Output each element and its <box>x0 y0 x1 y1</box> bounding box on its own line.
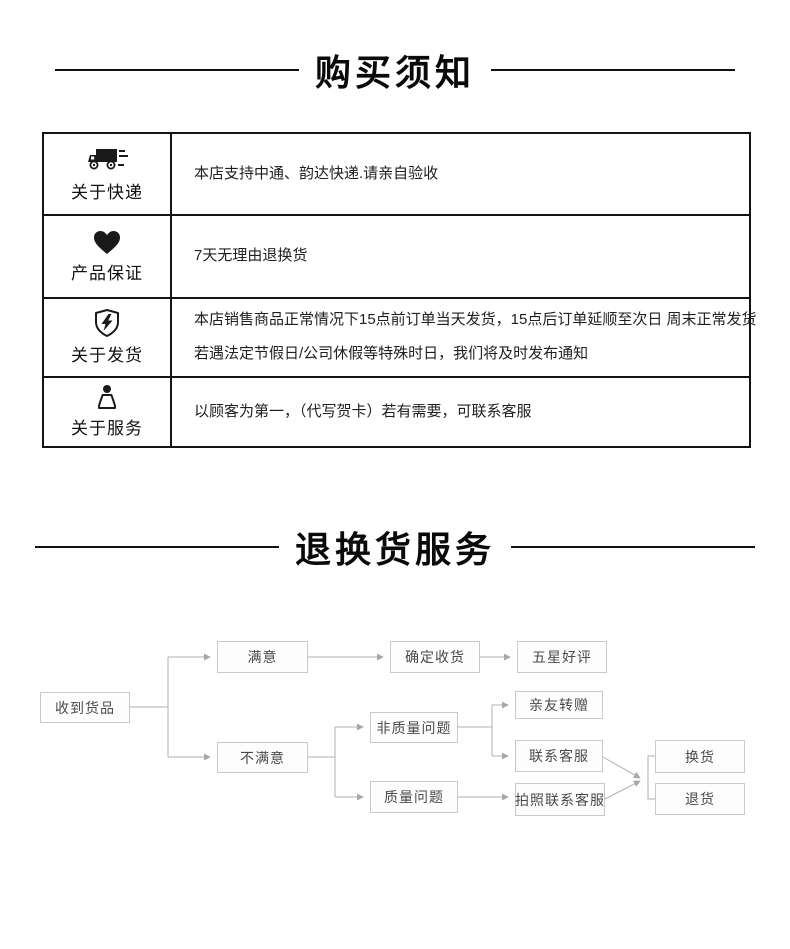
row-header-delivery: 关于快递 <box>44 134 172 214</box>
flow-edge <box>604 780 641 800</box>
row-text: 以顾客为第一，（代写贺卡）若有需要，可联系客服 <box>194 402 532 420</box>
table-row-guarantee: 产品保证 7天无理由退换货 <box>44 213 749 297</box>
title-rule-right <box>511 546 755 548</box>
row-text: 本店支持中通、韵达快递.请亲自验收 <box>194 164 439 182</box>
row-text: 本店销售商品正常情况下15点前订单当天发货，15点后订单延顺至次日 周末正常发货 <box>194 311 757 329</box>
purchase-notice-title: 购买须知 <box>314 53 475 93</box>
table-row-service: 关于服务 以顾客为第一，（代写贺卡）若有需要，可联系客服 <box>44 375 749 446</box>
flow-edge <box>602 756 641 779</box>
flow-node-photo-contact: 拍照联系客服 <box>515 783 605 816</box>
flow-node-contact-cs: 联系客服 <box>515 740 603 772</box>
row-label-delivery: 关于快递 <box>71 182 143 202</box>
shield-lightning-icon <box>93 308 121 338</box>
row-label-service: 关于服务 <box>71 419 143 439</box>
row-header-guarantee: 产品保证 <box>44 215 172 297</box>
flow-node-five-star: 五星好评 <box>517 641 607 673</box>
truck-icon <box>84 145 130 175</box>
table-row-delivery: 关于快递 本店支持中通、韵达快递.请亲自验收 <box>44 134 749 214</box>
flow-node-unsatisfied: 不满意 <box>217 742 308 773</box>
flow-node-quality: 质量问题 <box>370 781 458 813</box>
row-label-guarantee: 产品保证 <box>71 263 143 283</box>
row-label-shipping: 关于发货 <box>71 346 143 366</box>
flow-node-non-quality: 非质量问题 <box>370 712 458 743</box>
flow-node-confirm: 确定收货 <box>390 641 480 673</box>
flow-edge <box>647 755 655 800</box>
row-content-delivery: 本店支持中通、韵达快递.请亲自验收 <box>172 134 749 214</box>
flow-node-satisfied: 满意 <box>217 641 308 673</box>
heart-icon <box>92 229 122 256</box>
row-content-service: 以顾客为第一，（代写贺卡）若有需要，可联系客服 <box>172 378 749 446</box>
title-rule-left <box>34 546 279 548</box>
title-rule-left <box>54 69 299 71</box>
table-row-shipping: 关于发货 本店销售商品正常情况下15点前订单当天发货，15点后订单延顺至次日 周… <box>44 296 757 376</box>
purchase-notice-table: 关于快递 本店支持中通、韵达快递.请亲自验收 产品保证 7天无理由退换货 <box>42 132 757 448</box>
row-content-shipping: 本店销售商品正常情况下15点前订单当天发货，15点后订单延顺至次日 周末正常发货… <box>172 299 765 376</box>
row-text: 若遇法定节假日/公司休假等特殊时日，我们将及时发布通知 <box>194 345 589 363</box>
row-header-shipping: 关于发货 <box>44 298 172 376</box>
title-rule-right <box>491 69 735 71</box>
section-title-returns-service: 退换货服务 <box>0 521 790 573</box>
person-icon <box>94 384 120 411</box>
returns-service-title: 退换货服务 <box>294 530 495 570</box>
flow-node-refund: 退货 <box>655 783 745 815</box>
section-title-purchase-notice: 购买须知 <box>0 44 790 96</box>
flow-node-received: 收到货品 <box>40 692 130 723</box>
flow-node-gift-friends: 亲友转赠 <box>515 691 603 719</box>
flow-node-exchange: 换货 <box>655 740 745 773</box>
row-header-service: 关于服务 <box>44 377 172 446</box>
row-content-guarantee: 7天无理由退换货 <box>172 216 749 297</box>
row-text: 7天无理由退换货 <box>194 247 308 265</box>
